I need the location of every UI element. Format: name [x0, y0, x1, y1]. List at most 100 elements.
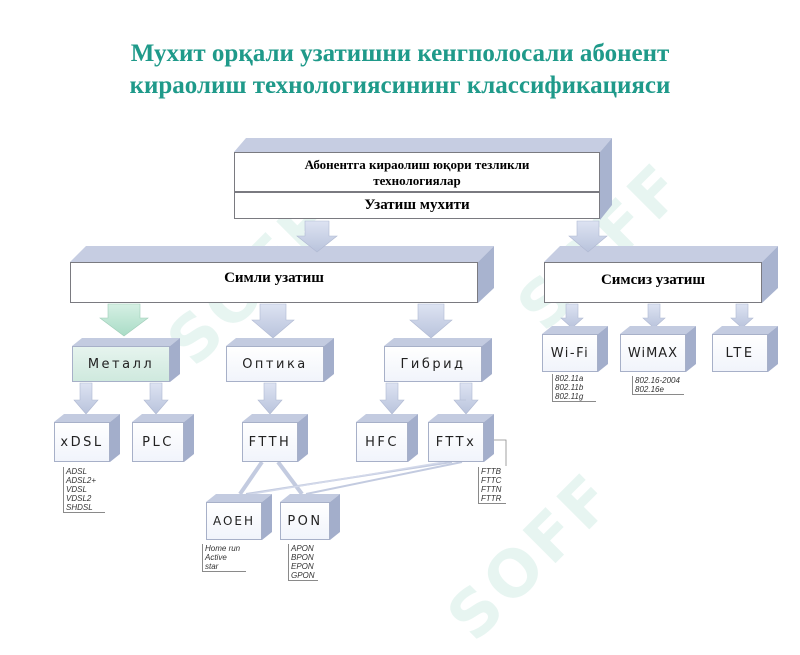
- arrow-metall-to-plc: [143, 382, 169, 415]
- note-item: 802.16e: [632, 385, 680, 394]
- cube-side: [298, 414, 308, 462]
- arrow-wireless-to-wimax: [642, 303, 666, 329]
- arrow-wired-to-metall: [99, 303, 149, 337]
- fttx-node: FTTx: [428, 414, 494, 462]
- wireless-transmission-node: Симсиз узатиш: [544, 262, 762, 303]
- link-fttx-aoen-2: [239, 461, 445, 497]
- pon-node: PON: [280, 494, 340, 540]
- cube-top: [226, 338, 334, 346]
- fttx-label: FTTx: [428, 422, 484, 462]
- root-box-depth-side: [600, 138, 612, 220]
- aoen-label: AOEH: [206, 502, 262, 540]
- title-line-1: Мухит орқали узатишни кенгполосали абоне…: [130, 40, 670, 67]
- diagram-connectors: [70, 138, 778, 497]
- root-node: Абонентга кираолиш юқори тезликли технол…: [234, 152, 600, 192]
- gibrid-label: Гибрид: [384, 346, 482, 382]
- title-line-2: кираолиш технологиясининг классификацияс…: [129, 72, 671, 99]
- note-item: 802.11a: [552, 374, 592, 383]
- note-item: EPON: [288, 562, 314, 571]
- cube-side: [184, 414, 194, 462]
- fttx-types-note: FTTB FTTC FTTN FTTR: [478, 467, 506, 504]
- root-label-line-2: технологиялар: [373, 173, 461, 188]
- pon-label: PON: [280, 502, 330, 540]
- cube-top: [54, 414, 120, 422]
- lte-node: LTE: [712, 326, 778, 372]
- cube-side: [686, 326, 696, 372]
- cube-side: [408, 414, 418, 462]
- note-item: SHDSL: [63, 503, 101, 512]
- arrow-root-to-wireless: [568, 220, 608, 253]
- cube-side: [484, 414, 494, 462]
- note-item: FTTN: [478, 485, 502, 494]
- cube-top: [620, 326, 696, 334]
- cube-side: [768, 326, 778, 372]
- ftth-node: FTTH: [242, 414, 308, 462]
- note-item: APON: [288, 544, 314, 553]
- arrow-wired-to-optika: [251, 303, 295, 339]
- root-label-line-1: Абонентга кираолиш юқори тезликли: [304, 157, 530, 172]
- cube-top: [242, 414, 308, 422]
- wired-transmission-node: Симли узатиш: [70, 262, 478, 303]
- wifi-label: Wi-Fi: [542, 334, 598, 372]
- note-item: 802.16-2004: [632, 376, 680, 385]
- metall-label: Металл: [72, 346, 170, 382]
- wired-box-depth-side: [478, 246, 494, 303]
- cube-top: [356, 414, 418, 422]
- plc-label: PLC: [132, 422, 184, 462]
- wimax-node: WiMAX: [620, 326, 696, 372]
- xdsl-label: xDSL: [54, 422, 110, 462]
- note-item: GPON: [288, 571, 315, 580]
- cube-side: [170, 338, 180, 382]
- note-item: 802.11g: [552, 392, 592, 401]
- wired-box-depth: [70, 246, 494, 262]
- arrow-gibrid-to-fttx: [453, 382, 479, 415]
- optika-node: Оптика: [226, 338, 334, 382]
- cube-top: [72, 338, 180, 346]
- hfc-node: HFC: [356, 414, 418, 462]
- aoen-node: AOEH: [206, 494, 272, 540]
- wimax-label: WiMAX: [620, 334, 686, 372]
- cube-top: [280, 494, 340, 502]
- transmission-medium-node: Узатиш мухити: [234, 192, 600, 219]
- cube-side: [598, 326, 608, 372]
- cube-side: [330, 494, 340, 540]
- xdsl-types-note: ADSL ADSL2+ VDSL VDSL2 SHDSL: [63, 467, 105, 513]
- note-item: Home run: [202, 544, 242, 553]
- wireless-box-depth: [544, 246, 778, 262]
- cube-side: [482, 338, 492, 382]
- cube-side: [262, 494, 272, 540]
- optika-label: Оптика: [226, 346, 324, 382]
- gibrid-node: Гибрид: [384, 338, 492, 382]
- arrow-wireless-to-lte: [730, 303, 754, 329]
- page-title: Мухит орқали узатишни кенгполосали абоне…: [0, 38, 800, 102]
- hfc-label: HFC: [356, 422, 408, 462]
- cube-top: [712, 326, 778, 334]
- arrow-wireless-to-wifi: [560, 303, 584, 329]
- cube-top: [206, 494, 272, 502]
- root-box-depth: [234, 138, 612, 152]
- note-item: FTTR: [478, 494, 502, 503]
- note-item: Active star: [202, 553, 242, 571]
- aoen-types-note: Home run Active star: [202, 544, 246, 572]
- wifi-standards-note: 802.11a 802.11b 802.11g: [552, 374, 596, 402]
- lte-label: LTE: [712, 334, 768, 372]
- ftth-label: FTTH: [242, 422, 298, 462]
- cube-side: [110, 414, 120, 462]
- cube-top: [542, 326, 608, 334]
- note-item: ADSL2+: [63, 476, 101, 485]
- fttx-note-connector: [492, 439, 507, 466]
- note-item: FTTB: [478, 467, 502, 476]
- note-item: ADSL: [63, 467, 101, 476]
- link-fttx-pon: [305, 461, 463, 495]
- wimax-standards-note: 802.16-2004 802.16e: [632, 376, 684, 395]
- pon-types-note: APON BPON EPON GPON: [288, 544, 318, 581]
- xdsl-node: xDSL: [54, 414, 120, 462]
- link-ftth-aoen: [238, 460, 264, 496]
- note-item: VDSL2: [63, 494, 101, 503]
- arrow-root-to-wired: [296, 220, 338, 253]
- cube-top: [428, 414, 494, 422]
- cube-top: [132, 414, 194, 422]
- plc-node: PLC: [132, 414, 194, 462]
- cube-side: [324, 338, 334, 382]
- note-item: 802.11b: [552, 383, 592, 392]
